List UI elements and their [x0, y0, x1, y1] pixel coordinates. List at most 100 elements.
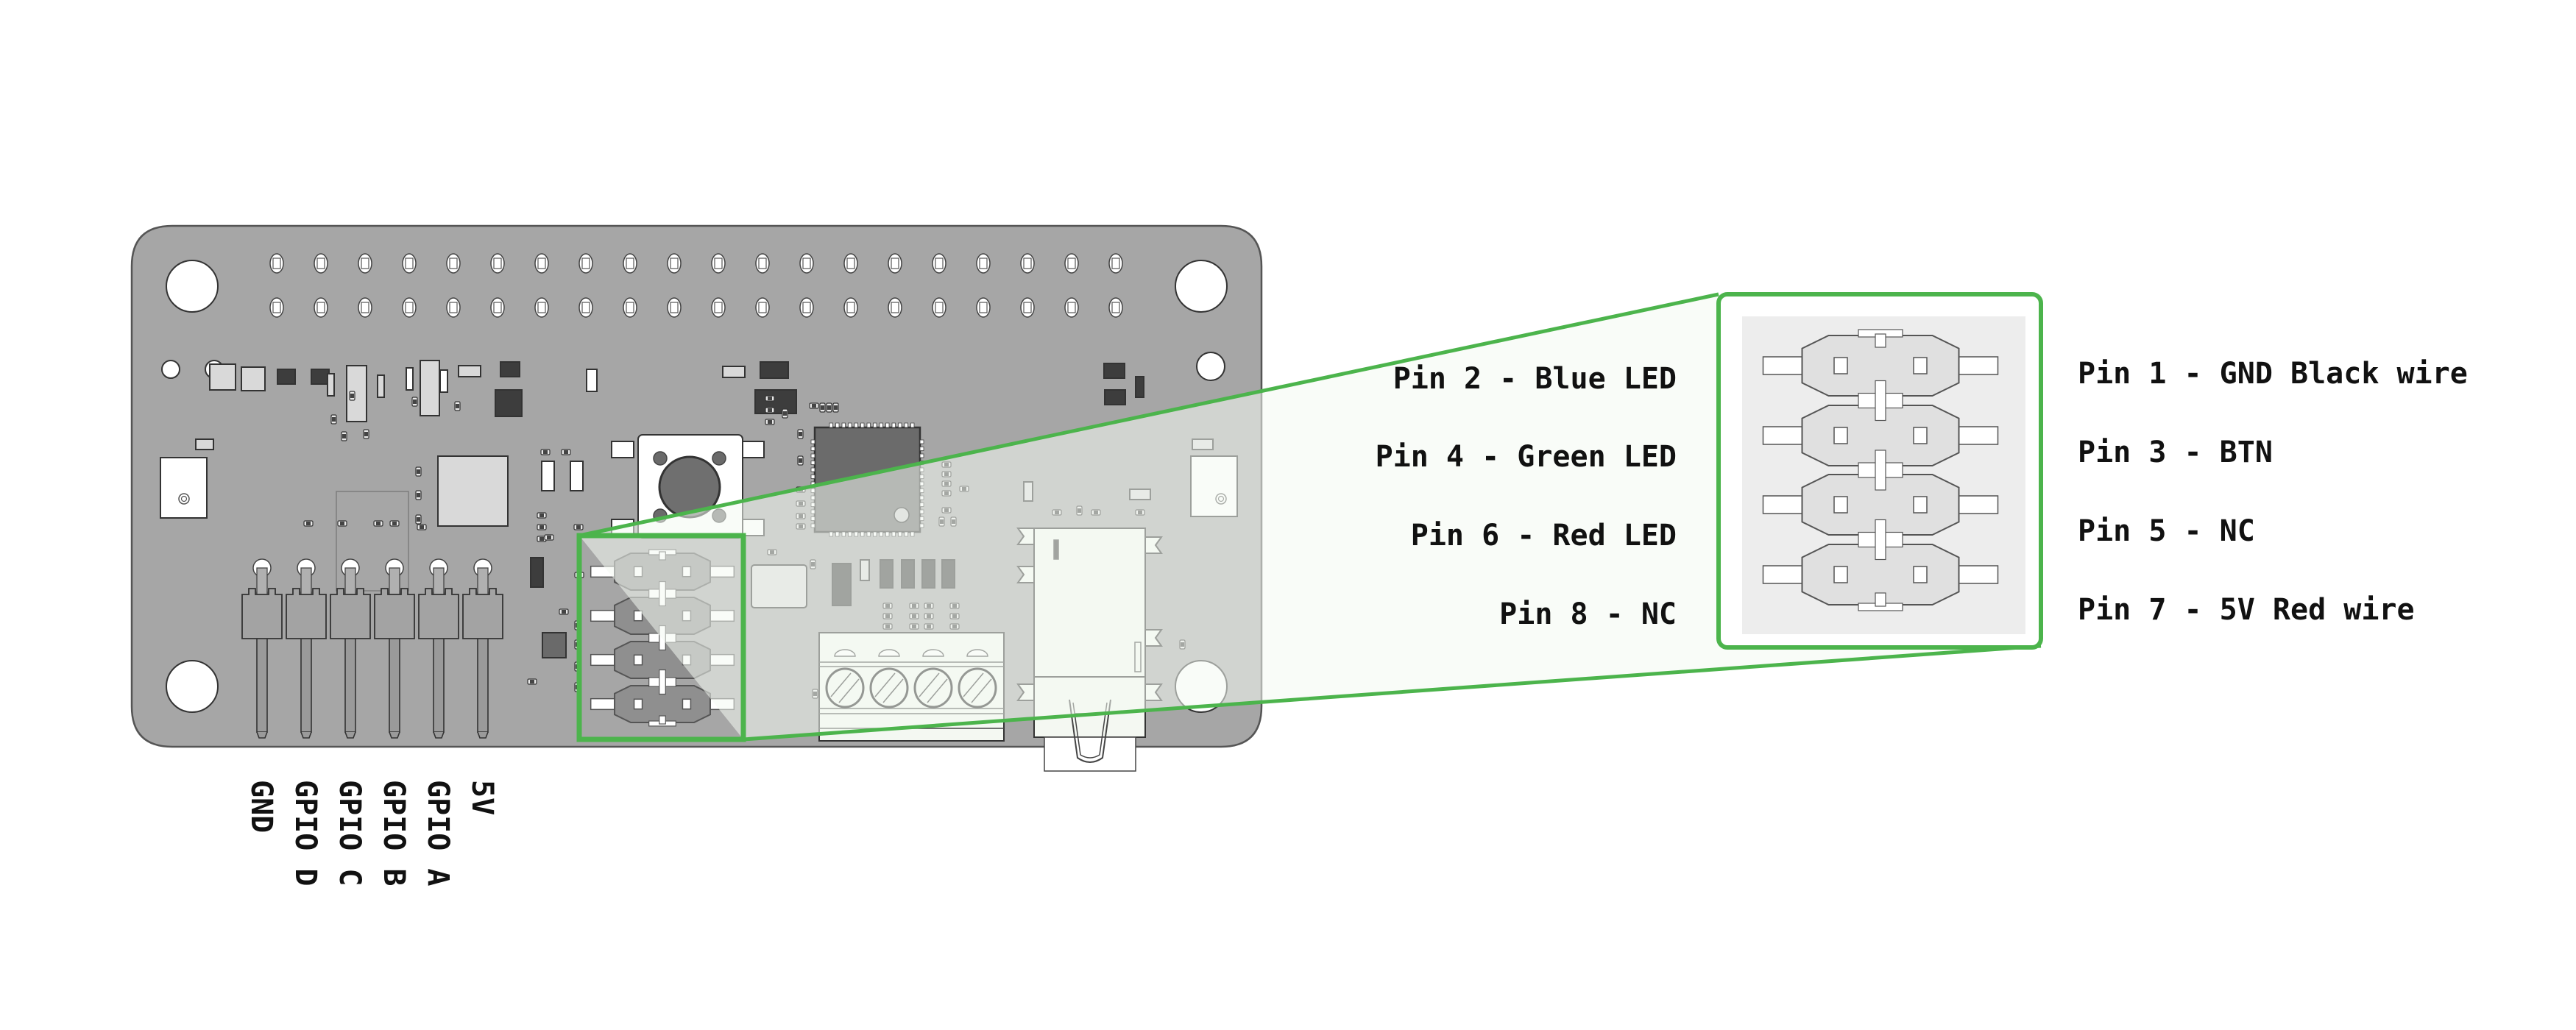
- header-pin: [330, 558, 371, 739]
- gpio-hole: [932, 297, 946, 318]
- resistor: [373, 520, 383, 527]
- right-pin-labels: Pin 1 - GND Black wire Pin 3 - BTN Pin 5…: [2078, 357, 2468, 627]
- led: [570, 461, 584, 491]
- connector-callout: [1716, 292, 2043, 650]
- pin-label-4: Pin 4 - Green LED: [1376, 440, 1677, 474]
- connector-pin-pair: [1762, 474, 1999, 536]
- pin-label-7: Pin 7 - 5V Red wire: [2078, 593, 2415, 627]
- gpio-hole: [446, 253, 461, 274]
- pin-label-3: Pin 3 - BTN: [2078, 436, 2273, 469]
- resistor: [573, 524, 584, 530]
- gpio-hole: [623, 297, 637, 318]
- gpio-hole: [269, 297, 284, 318]
- gpio-hole: [843, 253, 858, 274]
- connector-pin-pair: [1762, 329, 1999, 397]
- gpio-hole: [755, 297, 770, 318]
- resistor: [527, 678, 537, 685]
- mounting-hole: [1175, 260, 1228, 313]
- gpio-hole: [269, 253, 284, 274]
- resistor: [411, 397, 418, 407]
- resistor: [782, 408, 788, 419]
- resistor: [559, 608, 569, 615]
- inductor: [437, 455, 509, 527]
- zoom-line-bottom: [743, 644, 2042, 742]
- header-pin: [286, 558, 327, 739]
- connector-pin-pair: [1762, 405, 1999, 466]
- gpio-hole: [1064, 253, 1079, 274]
- gpio-hole: [314, 297, 328, 318]
- connector-latch: [1858, 380, 1903, 422]
- resistor: [537, 512, 547, 519]
- header-label-gpio-d: GPIO D: [289, 780, 322, 887]
- resistor: [765, 419, 775, 425]
- gpio-hole: [1064, 297, 1079, 318]
- small-hole: [161, 360, 180, 379]
- resistor: [826, 402, 832, 413]
- test-pad-left: [160, 457, 208, 519]
- mounting-hole: [166, 660, 219, 713]
- header-label-gpio-a: GPIO A: [421, 780, 455, 887]
- gpio-header-holes: [269, 253, 1123, 318]
- mounting-hole: [166, 260, 219, 313]
- gpio-hole: [976, 297, 991, 318]
- connector-pin-pair: [590, 684, 735, 727]
- resistor: [417, 524, 427, 530]
- smd-components: [195, 360, 1214, 450]
- header-label-gnd: GND: [244, 780, 278, 833]
- small-hole: [1196, 352, 1225, 381]
- gpio-hole: [402, 297, 417, 318]
- gpio-hole: [667, 253, 682, 274]
- silkscreen-box: [336, 491, 409, 592]
- resistor: [540, 449, 551, 455]
- header-pin: [418, 558, 459, 739]
- gpio-hole: [888, 297, 902, 318]
- gpio-hole: [314, 253, 328, 274]
- gpio-hole: [932, 253, 946, 274]
- gpio-hole: [1108, 297, 1123, 318]
- resistor: [349, 391, 355, 401]
- gpio-hole: [534, 297, 549, 318]
- gpio-hole: [490, 297, 505, 318]
- gpio-hole: [358, 253, 372, 274]
- zoom-source-box: [576, 533, 746, 742]
- resistor: [832, 402, 839, 413]
- gpio-hole: [843, 297, 858, 318]
- gpio-hole: [799, 297, 814, 318]
- gpio-hole: [358, 297, 372, 318]
- gpio-hole: [490, 253, 505, 274]
- 8-pin-connector-large: [1762, 329, 1999, 611]
- connector-latch: [648, 669, 676, 695]
- gpio-hole: [446, 297, 461, 318]
- resistor: [363, 429, 369, 439]
- pin-label-2: Pin 2 - Blue LED: [1393, 362, 1677, 396]
- resistor: [561, 449, 571, 455]
- resistor: [337, 520, 347, 527]
- header-label-gpio-b: GPIO B: [377, 780, 411, 887]
- header-pin: [462, 558, 503, 739]
- resistor: [797, 429, 804, 439]
- pin-label-8: Pin 8 - NC: [1499, 597, 1677, 631]
- resistor: [415, 466, 422, 477]
- gpio-hole: [976, 253, 991, 274]
- gpio-hole: [711, 253, 726, 274]
- resistor: [809, 402, 819, 409]
- zoom-line-top: [578, 292, 1719, 538]
- resistor: [797, 455, 804, 466]
- connector-pin-pair: [1762, 544, 1999, 611]
- resistor: [765, 407, 775, 413]
- gpio-hole: [1020, 297, 1035, 318]
- gpio-hole: [799, 253, 814, 274]
- connector-latch: [1858, 519, 1903, 561]
- header-pin: [241, 558, 283, 739]
- resistor: [537, 524, 547, 530]
- gpio-hole: [888, 253, 902, 274]
- header-pin: [374, 558, 415, 739]
- connector-latch: [1858, 450, 1903, 491]
- resistor: [303, 520, 314, 527]
- resistor: [341, 431, 347, 441]
- resistor: [544, 534, 554, 541]
- resistor: [765, 395, 775, 402]
- pin-header-6: [241, 558, 503, 739]
- gpio-hole: [578, 253, 593, 274]
